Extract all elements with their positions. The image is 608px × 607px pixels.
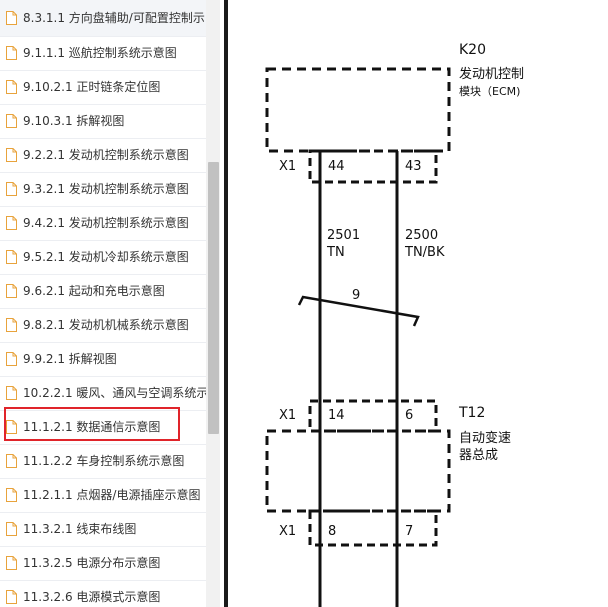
document-icon xyxy=(6,352,17,366)
tree-item-label: 9.1.1.1 巡航控制系统示意图 xyxy=(23,46,177,60)
ecm-module-box xyxy=(265,67,451,153)
connector-bottom xyxy=(308,509,438,547)
document-icon xyxy=(6,522,17,536)
tree-item-label: 11.3.2.1 线束布线图 xyxy=(23,522,137,536)
tree-item-label: 9.5.2.1 发动机冷却系统示意图 xyxy=(23,250,189,264)
document-icon xyxy=(6,386,17,400)
tree-item-label: 9.9.2.1 拆解视图 xyxy=(23,352,117,366)
tree-item-label: 11.3.2.5 电源分布示意图 xyxy=(23,556,161,570)
ecm-name-line1: 发动机控制 xyxy=(459,66,524,82)
tree-item[interactable]: 11.1.2.1 数据通信示意图 xyxy=(0,411,206,445)
document-icon xyxy=(6,182,17,196)
document-icon xyxy=(6,148,17,162)
tree-item-label: 11.3.2.6 电源模式示意图 xyxy=(23,590,161,604)
tree-item-label: 8.3.1.1 方向盘辅助/可配置控制示 xyxy=(23,11,205,25)
tree-item[interactable]: 9.8.2.1 发动机机械系统示意图 xyxy=(0,309,206,343)
tree-item-label: 9.8.2.1 发动机机械系统示意图 xyxy=(23,318,189,332)
tree-item[interactable]: 11.3.2.1 线束布线图 xyxy=(0,513,206,547)
document-icon xyxy=(6,590,17,604)
wire-left-circuit: 2501 xyxy=(327,228,360,243)
connector-top-label: X1 xyxy=(279,159,296,174)
tree-item[interactable]: 9.4.2.1 发动机控制系统示意图 xyxy=(0,207,206,241)
tcm-name-line1: 自动变速 xyxy=(459,430,511,446)
tree-scrollbar-thumb[interactable] xyxy=(208,162,219,434)
tree-item-label: 11.2.1.1 点烟器/电源插座示意图 xyxy=(23,488,201,502)
connector-top-pin-right: 43 xyxy=(405,159,422,174)
tree-item[interactable]: 10.2.2.1 暖风、通风与空调系统示 xyxy=(0,377,206,411)
document-tree: 8.3.1.1 方向盘辅助/可配置控制示 9.1.1.1 巡航控制系统示意图 9.1… xyxy=(0,0,206,607)
document-icon xyxy=(6,80,17,94)
tree-item[interactable]: 9.5.2.1 发动机冷却系统示意图 xyxy=(0,241,206,275)
connector-bottom-pin-left: 8 xyxy=(328,524,336,539)
tree-item-label: 9.10.2.1 正时链条定位图 xyxy=(23,80,161,94)
panel-splitter[interactable] xyxy=(224,0,228,607)
connector-middle-pin-left: 14 xyxy=(328,408,345,423)
ecm-name-line2: 模块（ECM) xyxy=(459,85,520,98)
twist-count-label: 9 xyxy=(352,288,360,303)
tree-item[interactable]: 9.10.2.1 正时链条定位图 xyxy=(0,71,206,105)
tree-item-label: 9.4.2.1 发动机控制系统示意图 xyxy=(23,216,189,230)
twisted-pair-symbol xyxy=(297,295,420,327)
tree-item-label: 11.1.2.1 数据通信示意图 xyxy=(23,420,161,434)
tree-item[interactable]: 9.9.2.1 拆解视图 xyxy=(0,343,206,377)
tree-item[interactable]: 11.2.1.1 点烟器/电源插座示意图 xyxy=(0,479,206,513)
document-icon xyxy=(6,454,17,468)
diagram-viewer: K20 发动机控制 模块（ECM) X1 44 43 2501 TN 2500 … xyxy=(228,0,608,607)
tree-item-label: 9.3.2.1 发动机控制系统示意图 xyxy=(23,182,189,196)
tcm-ref-label: T12 xyxy=(458,405,485,421)
tree-item[interactable]: 9.6.2.1 起动和充电示意图 xyxy=(0,275,206,309)
tree-item-label: 10.2.2.1 暖风、通风与空调系统示 xyxy=(23,386,206,400)
document-icon xyxy=(6,46,17,60)
document-icon xyxy=(6,11,17,25)
tree-item[interactable]: 9.3.2.1 发动机控制系统示意图 xyxy=(0,173,206,207)
tree-item[interactable]: 9.1.1.1 巡航控制系统示意图 xyxy=(0,37,206,71)
tree-item-label: 9.6.2.1 起动和充电示意图 xyxy=(23,284,165,298)
tree-item[interactable]: 9.2.2.1 发动机控制系统示意图 xyxy=(0,139,206,173)
connector-middle-pin-right: 6 xyxy=(405,408,413,423)
wire-right-color: TN/BK xyxy=(404,245,445,260)
connector-bottom-pin-right: 7 xyxy=(405,524,413,539)
document-icon xyxy=(6,114,17,128)
wiring-diagram: K20 发动机控制 模块（ECM) X1 44 43 2501 TN 2500 … xyxy=(265,42,524,607)
document-icon xyxy=(6,318,17,332)
tree-item[interactable]: 8.3.1.1 方向盘辅助/可配置控制示 xyxy=(0,0,206,37)
document-icon xyxy=(6,556,17,570)
document-icon xyxy=(6,216,17,230)
wire-left-color: TN xyxy=(326,245,345,260)
tree-item-label: 9.10.3.1 拆解视图 xyxy=(23,114,125,128)
tcm-module-box xyxy=(265,429,451,513)
ecm-ref-label: K20 xyxy=(459,42,486,58)
tree-item[interactable]: 11.1.2.2 车身控制系统示意图 xyxy=(0,445,206,479)
tree-item[interactable]: 9.10.3.1 拆解视图 xyxy=(0,105,206,139)
tcm-name-line2: 器总成 xyxy=(459,448,498,463)
document-icon xyxy=(6,250,17,264)
connector-bottom-label: X1 xyxy=(279,524,296,539)
wire-right-circuit: 2500 xyxy=(405,228,438,243)
connector-top-pin-left: 44 xyxy=(328,159,345,174)
document-icon xyxy=(6,284,17,298)
tree-item[interactable]: 11.3.2.6 电源模式示意图 xyxy=(0,581,206,607)
tree-item[interactable]: 11.3.2.5 电源分布示意图 xyxy=(0,547,206,581)
connector-middle-label: X1 xyxy=(279,408,296,423)
document-icon xyxy=(6,420,17,434)
tree-item-label: 9.2.2.1 发动机控制系统示意图 xyxy=(23,148,189,162)
document-icon xyxy=(6,488,17,502)
tree-item-label: 11.1.2.2 车身控制系统示意图 xyxy=(23,454,185,468)
